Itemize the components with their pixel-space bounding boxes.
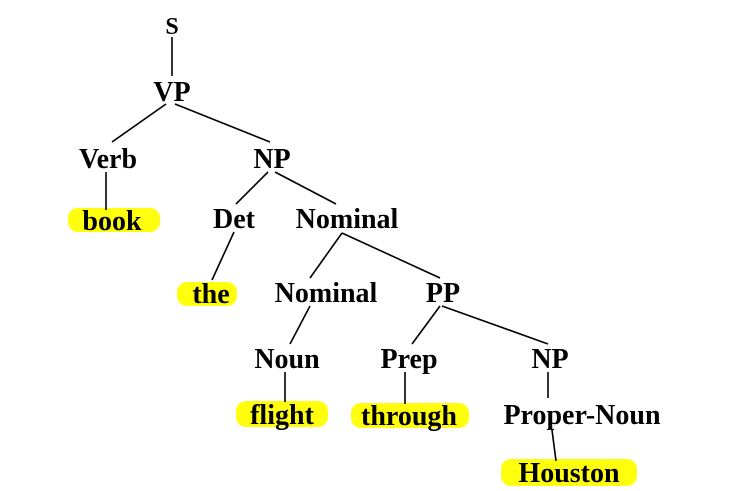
highlight-through (351, 403, 469, 428)
highlight-marks (68, 208, 637, 486)
leaf-through: through (361, 401, 457, 432)
tree-edges (105, 37, 557, 462)
edge-vp-verb (111, 103, 167, 143)
node-det: Det (213, 204, 256, 235)
node-nominal-inner: Nominal (275, 278, 378, 309)
tree-nodes: S VP Verb NP book Det Nominal the Nomina… (79, 14, 661, 489)
leaf-houston: Houston (518, 458, 620, 489)
edge-det-the (211, 231, 235, 281)
edge-proper-noun-houston (551, 429, 557, 462)
edge-pp-prep (411, 305, 441, 345)
leaf-book: book (82, 206, 142, 237)
leaf-flight: flight (250, 400, 314, 431)
highlight-book (68, 208, 160, 232)
node-pp: PP (426, 278, 460, 309)
node-noun: Noun (254, 344, 320, 375)
node-verb: Verb (79, 144, 137, 175)
edge-pp-np (441, 305, 549, 345)
node-nominal-top: Nominal (296, 204, 399, 235)
node-proper-noun: Proper-Noun (503, 400, 661, 431)
edge-nominal-nominal (309, 232, 343, 279)
highlight-houston (501, 459, 637, 486)
leaf-the: the (192, 279, 229, 310)
edge-vp-np (174, 103, 271, 143)
node-np-inner: NP (531, 344, 568, 375)
highlight-the (177, 282, 237, 306)
edge-np-nominal (274, 171, 337, 205)
node-s: S (165, 14, 178, 40)
highlight-flight (236, 401, 328, 427)
node-prep: Prep (380, 344, 437, 375)
node-vp: VP (153, 77, 190, 108)
edge-nominal-pp (341, 232, 441, 279)
edge-nominal-noun (289, 305, 311, 345)
edge-np-det (235, 171, 269, 205)
node-np-top: NP (253, 144, 290, 175)
